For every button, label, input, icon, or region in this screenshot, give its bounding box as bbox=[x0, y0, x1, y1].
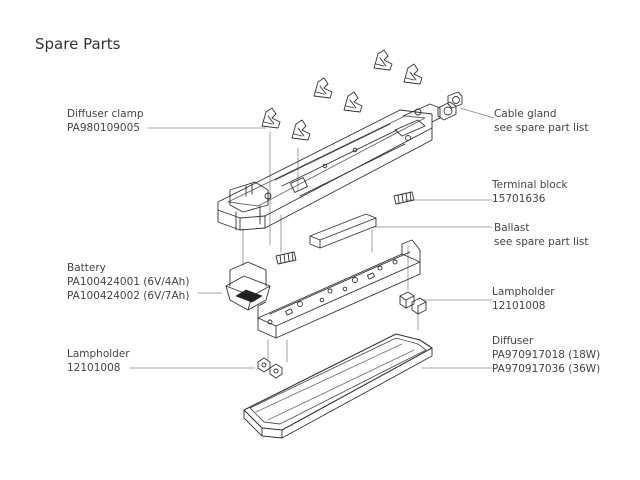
leader-lines bbox=[129, 107, 495, 369]
page-title: Spare Parts bbox=[35, 35, 121, 53]
housing bbox=[217, 103, 441, 231]
terminal-blocks bbox=[275, 191, 415, 265]
gear-tray bbox=[257, 239, 421, 339]
battery-grid bbox=[235, 289, 263, 303]
ballast bbox=[309, 213, 377, 249]
lampholders bbox=[257, 291, 427, 379]
diffuser bbox=[243, 333, 433, 439]
cable-gland bbox=[437, 91, 463, 121]
diffuser-clamps bbox=[261, 49, 423, 141]
